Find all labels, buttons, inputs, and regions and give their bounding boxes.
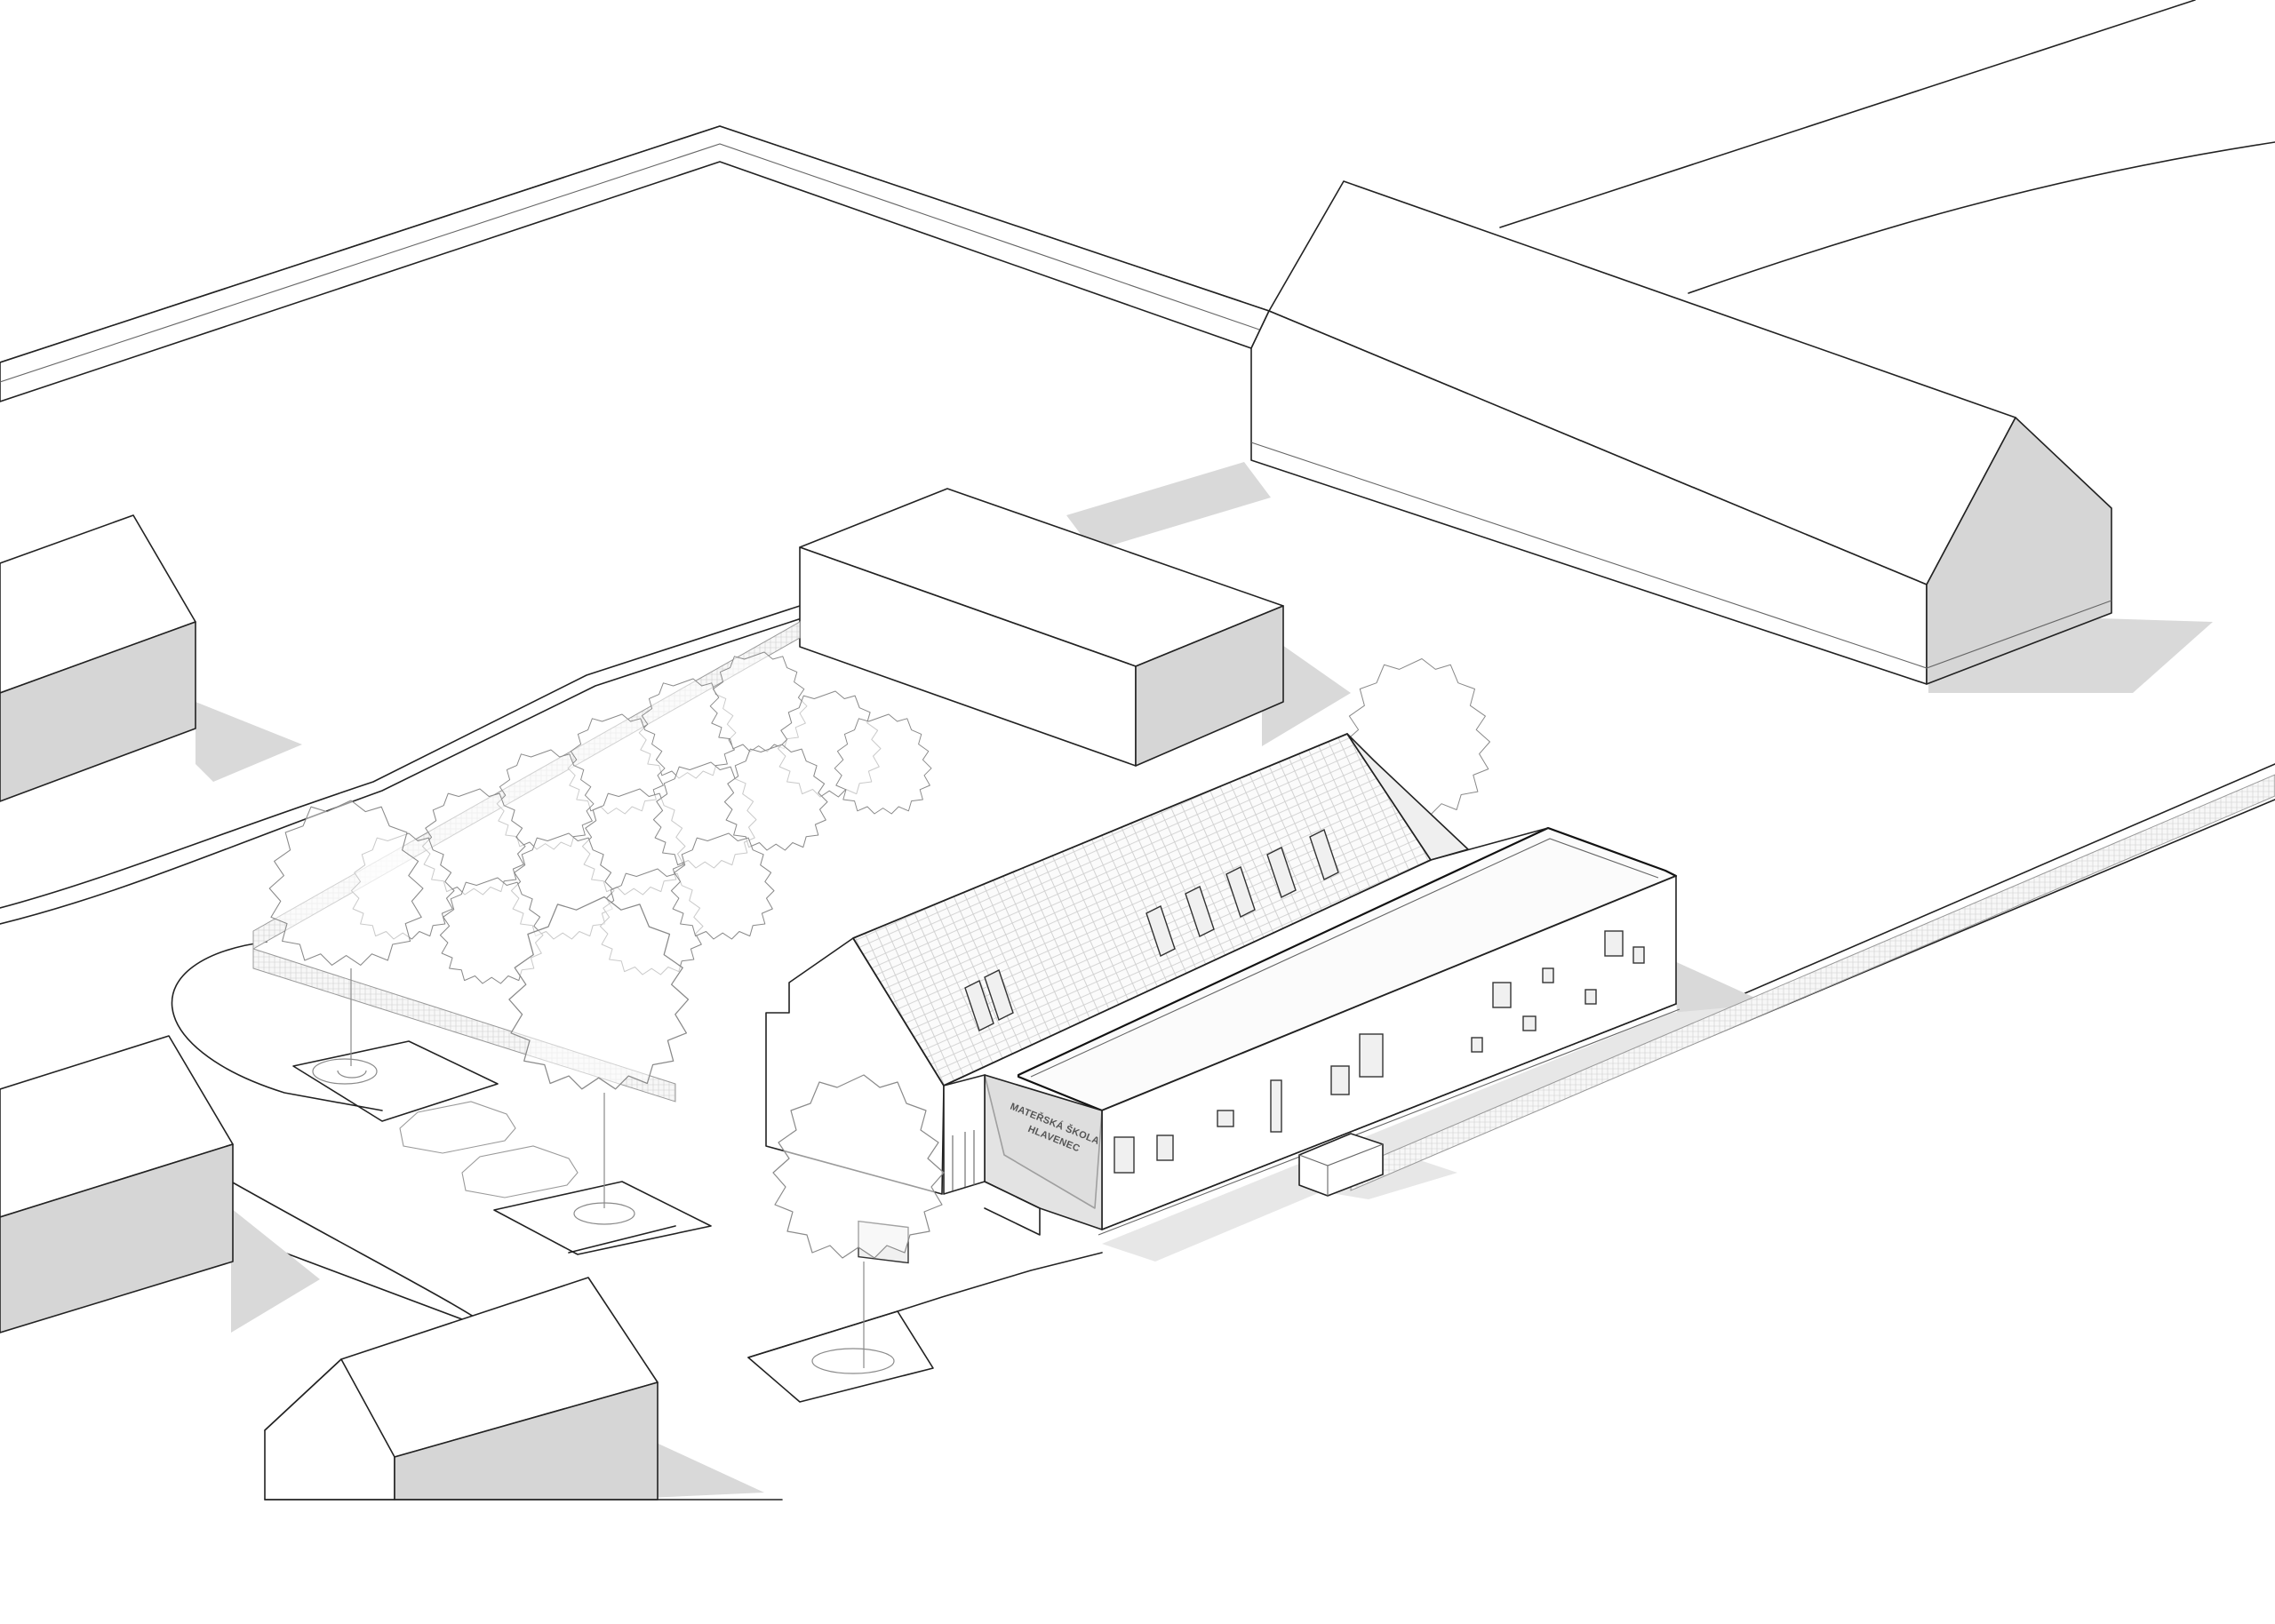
road-edge-far-north-2: [1688, 141, 2275, 294]
skylight-icon: [1309, 829, 1339, 880]
skylight-icon: [1185, 886, 1215, 937]
road-curb-west-2: [0, 617, 805, 925]
building-south-house: [264, 1277, 783, 1501]
window-icon: [1217, 1110, 1234, 1127]
window-icon: [1359, 1033, 1384, 1078]
building-north-long: [0, 125, 1270, 402]
parked-cars: [399, 1101, 579, 1198]
facade-windows: [1114, 930, 1645, 1174]
building-west-house: [0, 514, 196, 802]
road-edge-mid-south: [568, 1225, 676, 1254]
road-edge-far-north: [1499, 0, 2196, 228]
window-icon: [1604, 930, 1624, 957]
skylights: [964, 829, 1339, 1031]
road-curb-west: [0, 577, 872, 909]
tree-grove: [268, 651, 1491, 1225]
window-icon: [1585, 989, 1597, 1005]
parking-island-3: [747, 1310, 934, 1403]
bin-shelter: [1298, 1133, 1384, 1197]
car-icon: [399, 1101, 516, 1154]
kindergarten-building: MATEŘSKÁ ŠKOLA HLAVENEC: [765, 733, 1680, 1264]
skylight-icon: [1145, 905, 1176, 957]
window-icon: [1522, 1015, 1537, 1031]
parking-island-1: [292, 1040, 499, 1122]
skylight-icon: [1225, 866, 1256, 918]
building-northeast-barn: [1250, 180, 2112, 685]
skylight-icon: [964, 980, 994, 1031]
road-edge-south-curve: [171, 941, 383, 1111]
window-icon: [1471, 1037, 1483, 1053]
car-icon: [461, 1145, 579, 1198]
building-north-box: [799, 488, 1284, 767]
window-icon: [1632, 946, 1645, 964]
window-icon: [1114, 1136, 1135, 1174]
window-icon: [1270, 1079, 1282, 1133]
entrance-recess: [943, 1074, 986, 1195]
tree-icon: [268, 800, 424, 966]
parking-island-2: [493, 1181, 712, 1255]
building-southwest-house: [0, 1035, 234, 1333]
window-icon: [1542, 967, 1554, 983]
window-icon: [1492, 982, 1512, 1008]
window-icon: [1156, 1134, 1174, 1161]
skylight-icon: [984, 969, 1014, 1021]
skylight-icon: [1266, 847, 1297, 898]
window-icon: [1330, 1065, 1350, 1095]
foreground-tree: [772, 1074, 945, 1374]
